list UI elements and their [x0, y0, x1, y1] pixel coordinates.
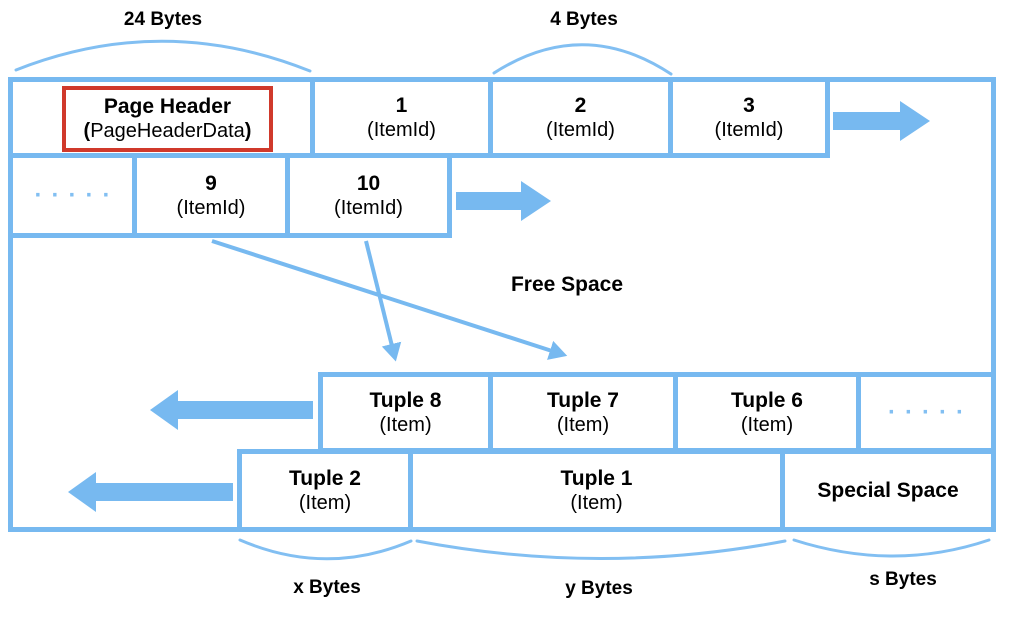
tuple-7-type: (Item) — [556, 413, 610, 436]
tuple-7-title: Tuple 7 — [547, 388, 619, 412]
itemid-1-type: (ItemId) — [367, 118, 436, 141]
label-24-bytes: 24 Bytes — [123, 9, 203, 30]
right-arrow-icon — [833, 101, 930, 141]
itemid-10-cell: 10 (ItemId) — [285, 153, 452, 238]
ellipsis-dots: ····· — [34, 181, 120, 209]
itemid-9-type: (ItemId) — [176, 196, 246, 219]
tuple-2-type: (Item) — [298, 491, 352, 514]
label-y-bytes: y Bytes — [565, 578, 633, 599]
tuple-7-cell: Tuple 7 (Item) — [488, 372, 678, 453]
tuple-8-title: Tuple 8 — [369, 388, 442, 412]
tuple-6-type: (Item) — [740, 413, 794, 436]
arrow-shaft — [178, 401, 313, 419]
arrow-head — [521, 181, 551, 221]
itemid-1-number: 1 — [395, 93, 408, 117]
brace-24-bytes — [14, 39, 312, 73]
arrow-head — [150, 390, 178, 430]
page-header-subtitle: (PageHeaderData) — [83, 120, 252, 142]
brace-y-bytes — [415, 539, 787, 560]
arrow-shaft — [833, 112, 900, 130]
right-arrow-icon — [456, 181, 551, 221]
tuple-6-title: Tuple 6 — [731, 388, 803, 412]
itemid-10-number: 10 — [356, 171, 381, 195]
itemid-3-number: 3 — [743, 93, 755, 117]
itemid-9-cell: 9 (ItemId) — [132, 153, 290, 238]
itemid-3-cell: 3 (ItemId) — [668, 77, 830, 158]
itemid-2-cell: 2 (ItemId) — [488, 77, 673, 158]
tuple-6-cell: Tuple 6 (Item) — [673, 372, 861, 453]
tuple-8-type: (Item) — [379, 413, 432, 436]
tuple-ellipsis-cell: ····· — [856, 372, 996, 453]
page-header-title: Page Header — [103, 95, 232, 118]
brace-4-bytes — [492, 43, 673, 76]
brace-s-bytes — [792, 538, 991, 558]
tuple-2-title: Tuple 2 — [289, 466, 361, 490]
itemid-2-number: 2 — [574, 93, 587, 117]
arrow-head — [900, 101, 930, 141]
label-free-space: Free Space — [510, 273, 624, 296]
special-space-label: Special Space — [817, 479, 959, 502]
itemid-2-type: (ItemId) — [546, 118, 615, 141]
page-header-highlight-box: Page Header (PageHeaderData) — [62, 86, 273, 152]
label-s-bytes: s Bytes — [869, 569, 937, 590]
tuple-1-type: (Item) — [570, 491, 623, 514]
arrow-shaft — [456, 192, 521, 210]
ellipsis-dots: ····· — [888, 398, 973, 426]
itemid-1-cell: 1 (ItemId) — [310, 77, 493, 158]
tuple-2-cell: Tuple 2 (Item) — [237, 449, 413, 532]
left-arrow-icon — [68, 472, 233, 512]
arrow-shaft — [96, 483, 233, 501]
special-space-cell: Special Space — [780, 449, 996, 532]
itemid-ellipsis-cell: ····· — [8, 153, 137, 238]
left-arrow-icon — [150, 390, 313, 430]
itemid-10-type: (ItemId) — [334, 196, 403, 219]
tuple-8-cell: Tuple 8 (Item) — [318, 372, 493, 453]
page-header-cell: Page Header (PageHeaderData) — [8, 77, 315, 158]
tuple-1-cell: Tuple 1 (Item) — [408, 449, 785, 532]
arrow-head — [68, 472, 96, 512]
brace-x-bytes — [238, 538, 413, 561]
itemid-3-type: (ItemId) — [714, 118, 784, 141]
label-4-bytes: 4 Bytes — [550, 9, 618, 30]
label-x-bytes: x Bytes — [293, 577, 361, 598]
tuple-1-title: Tuple 1 — [560, 466, 633, 490]
itemid-9-number: 9 — [205, 171, 217, 195]
